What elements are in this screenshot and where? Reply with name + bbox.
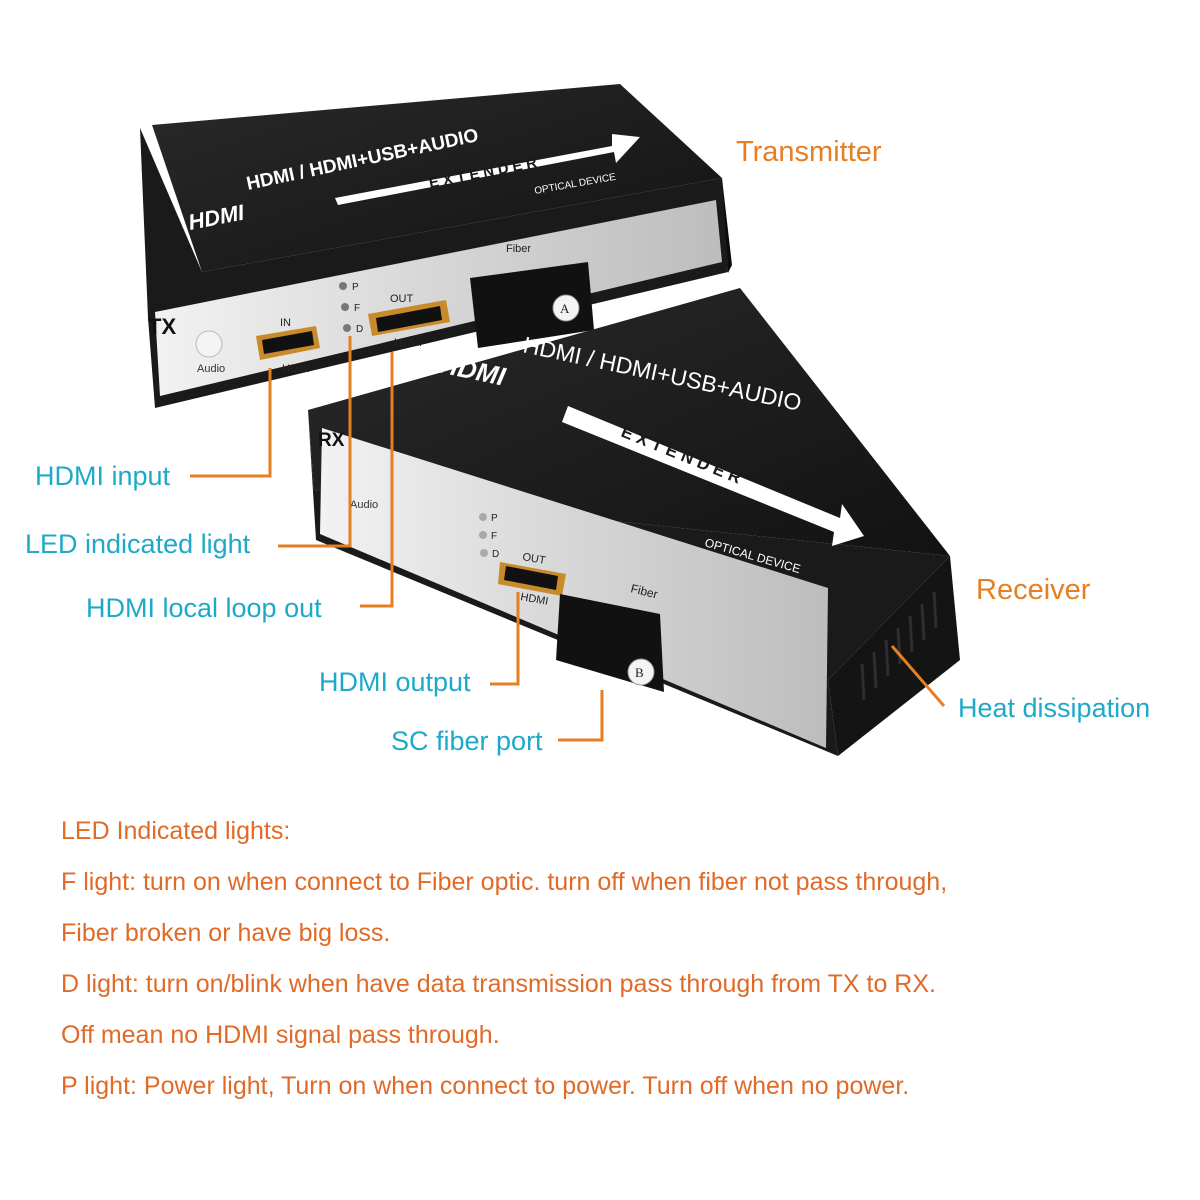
tx-fiber-mark: A — [560, 301, 570, 316]
tx-right-side — [722, 178, 732, 273]
rx-led-d — [480, 549, 488, 557]
heat-vents — [860, 591, 938, 701]
tx-arrow-icon — [335, 134, 640, 205]
callout-hdmi-output: HDMI output — [319, 667, 471, 697]
rx-led-f — [479, 531, 487, 539]
callout-heat: Heat dissipation — [958, 693, 1151, 723]
note-p-light: P light: Power light, Turn on when conne… — [61, 1072, 910, 1100]
receiver-unit: HDMI / HDMI+USB+AUDIO HDMI EXTENDER OPTI… — [308, 288, 960, 756]
rx-tag: RX — [318, 430, 345, 451]
leader-led-light — [278, 336, 352, 548]
tx-audio-jack — [195, 330, 223, 358]
note-heading: LED Indicated lights: — [61, 817, 291, 845]
tx-led-p — [339, 282, 347, 290]
callout-led-light: LED indicated light — [25, 529, 251, 559]
tx-fiber-label: Fiber — [506, 243, 531, 255]
svg-text:F: F — [354, 303, 360, 314]
callout-loop-out: HDMI local loop out — [86, 593, 322, 623]
svg-text:P: P — [352, 282, 359, 293]
rx-hdmi-label: HDMI — [519, 591, 549, 608]
receiver-heading: Receiver — [976, 574, 1091, 606]
rx-out-label: OUT — [521, 551, 546, 567]
tx-hdmi-out-label: HDMI — [394, 337, 422, 349]
tx-hdmi-in-label: HDMI — [282, 363, 310, 375]
note-f-light-cont: Fiber broken or have big loss. — [61, 919, 391, 947]
leader-hdmi-input — [190, 368, 272, 478]
callout-sc-port: SC fiber port — [391, 726, 543, 756]
svg-text:P: P — [491, 513, 498, 524]
device-illustration: HDMI / HDMI+USB+AUDIO EXTENDER HDMI OPTI… — [140, 84, 960, 756]
leader-hdmi-output — [490, 592, 520, 686]
tx-in-label: IN — [280, 317, 291, 329]
leader-lines — [190, 336, 946, 742]
tx-tag: TX — [148, 314, 176, 339]
note-d-light-cont: Off mean no HDMI signal pass through. — [61, 1021, 500, 1049]
rx-front-panel — [320, 428, 828, 748]
svg-text:D: D — [356, 324, 363, 335]
rx-audio-label: Audio — [350, 499, 378, 511]
rx-fiber-mark: B — [635, 665, 644, 680]
rx-right-side — [828, 556, 960, 756]
note-f-light: F light: turn on when connect to Fiber o… — [61, 868, 948, 896]
rx-fiber-label: Fiber — [629, 581, 659, 601]
leader-loop-out — [360, 352, 394, 608]
note-d-light: D light: turn on/blink when have data tr… — [61, 970, 936, 998]
tx-out-label: OUT — [390, 293, 414, 305]
transmitter-heading: Transmitter — [736, 136, 882, 168]
transmitter-unit: HDMI / HDMI+USB+AUDIO EXTENDER HDMI OPTI… — [140, 84, 732, 408]
svg-text:F: F — [491, 531, 497, 542]
tx-top-face — [152, 84, 722, 272]
callout-hdmi-input: HDMI input — [35, 461, 171, 491]
rx-arrow-icon — [562, 406, 864, 546]
leader-sc-port — [558, 690, 604, 742]
led-notes: LED Indicated lights: F light: turn on w… — [61, 806, 1181, 1112]
tx-led-d — [343, 324, 351, 332]
leader-heat — [890, 645, 946, 707]
tx-sc-fiber-port — [470, 262, 594, 348]
svg-text:D: D — [492, 549, 499, 560]
tx-audio-label: Audio — [197, 363, 225, 375]
rx-led-p — [479, 513, 487, 521]
tx-led-f — [341, 303, 349, 311]
